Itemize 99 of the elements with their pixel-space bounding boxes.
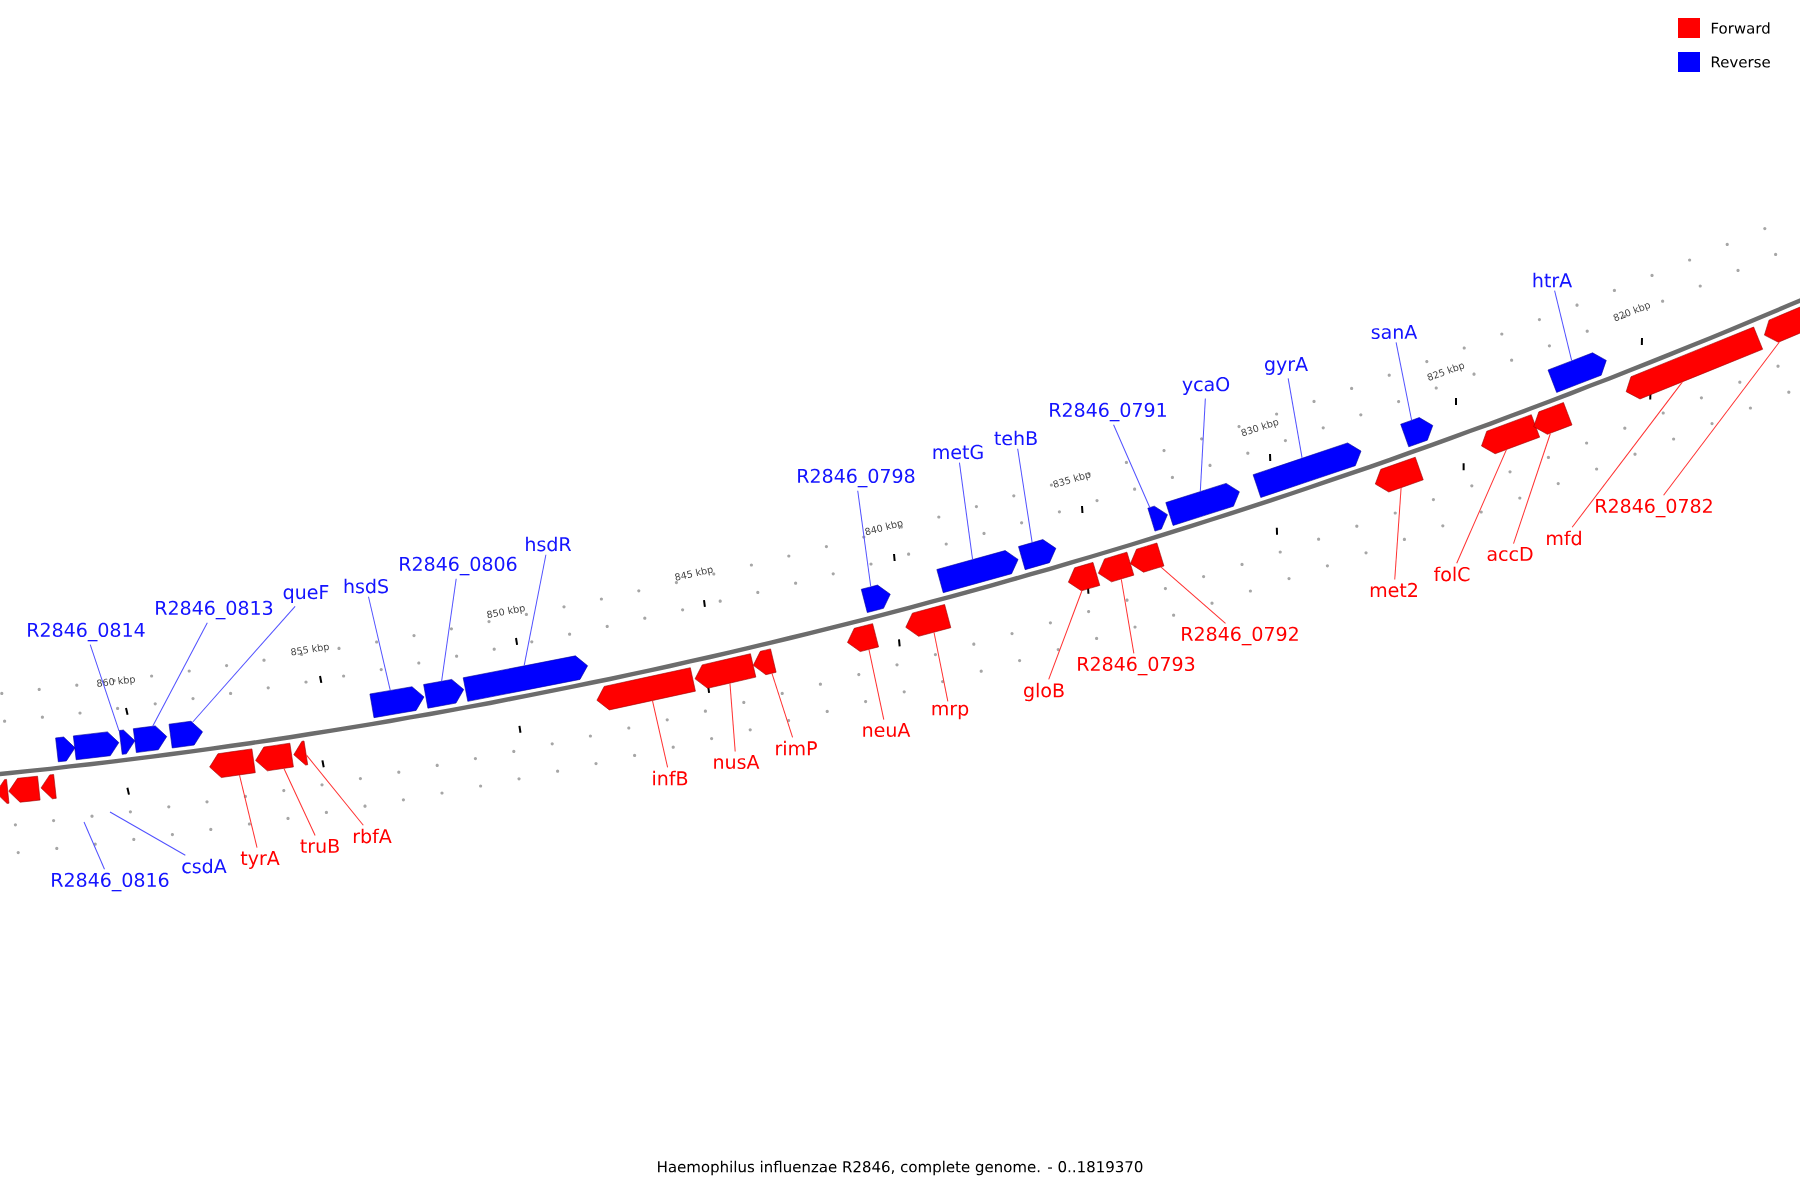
leader-line: [1160, 566, 1226, 624]
gene-label: ycaO: [1182, 376, 1230, 396]
gene-label: nusA: [714, 754, 760, 770]
gene-label: tehB: [994, 430, 1037, 446]
gene-label: hsdR: [526, 536, 572, 552]
gene-feature: [936, 550, 1019, 593]
gene-feature: [847, 623, 879, 652]
leader-line: [729, 682, 736, 753]
gene-label: R2846_0806: [400, 556, 517, 576]
gene-label: infB: [653, 770, 688, 786]
gene-feature: [1764, 302, 1800, 343]
leader-line: [1394, 487, 1402, 580]
leader-line: [1456, 449, 1507, 564]
leader-line: [1017, 448, 1033, 543]
gene-feature: [1098, 551, 1135, 583]
gene-feature: [596, 667, 696, 711]
leader-line: [857, 490, 872, 588]
leader-line: [441, 578, 457, 682]
leader-line: [1048, 590, 1083, 680]
gene-feature: [462, 655, 588, 702]
gene-feature: [1533, 402, 1573, 435]
gene-feature: [133, 725, 168, 753]
leader-line: [83, 821, 105, 870]
gene-feature: [694, 653, 757, 689]
gene-label: R2846_0816: [52, 872, 169, 892]
gene-feature: [1147, 505, 1168, 532]
gene-label: R2846_0782: [1596, 498, 1712, 518]
gene-label: R2846_0814: [28, 622, 145, 642]
gene-feature: [8, 775, 41, 803]
leader-line: [306, 754, 364, 826]
gene-feature: [293, 740, 308, 766]
gene-label: accD: [1487, 546, 1533, 562]
gene-label: rbfA: [353, 828, 392, 844]
gene-label: folC: [1434, 566, 1470, 582]
leader-line: [1395, 341, 1413, 421]
gene-label: rimP: [776, 740, 817, 756]
gene-label: R2846_0813: [156, 600, 273, 620]
gene-feature: [905, 604, 952, 637]
gene-feature: [209, 748, 256, 778]
leader-line: [1287, 377, 1303, 459]
gene-feature: [55, 736, 76, 763]
gene-label: R2846_0798: [798, 468, 915, 488]
gene-feature: [1252, 442, 1362, 498]
gene-feature: [40, 774, 57, 800]
leader-line: [868, 649, 885, 721]
leader-line: [523, 554, 547, 667]
leader-line: [283, 768, 316, 837]
gene-label: gyrA: [1265, 357, 1308, 375]
gene-label: csdA: [182, 858, 227, 874]
gene-feature: [255, 742, 294, 772]
leader-line: [1120, 578, 1135, 654]
gene-label: hsdS: [344, 578, 388, 594]
leader-line: [933, 632, 949, 702]
leader-line: [368, 596, 391, 691]
gene-feature: [1400, 417, 1434, 448]
gene-label: queF: [283, 585, 329, 603]
gene-label: sanA: [1371, 324, 1418, 340]
gene-feature: [1547, 352, 1607, 393]
leader-line: [239, 774, 258, 849]
gene-feature: [1625, 326, 1763, 400]
leader-line: [1663, 341, 1780, 496]
leader-line: [771, 672, 794, 738]
gene-feature: [861, 584, 891, 613]
gene-feature: [1018, 539, 1057, 570]
gene-label: tyrA: [240, 851, 280, 869]
leader-line: [109, 811, 186, 856]
leader-line: [1513, 433, 1551, 545]
gene-label: R2846_0793: [1078, 656, 1195, 676]
gene-feature: [168, 720, 203, 749]
gene-feature: [753, 648, 777, 675]
gene-feature: [1068, 562, 1101, 592]
leader-line: [89, 644, 120, 732]
leader-line: [152, 622, 208, 727]
gene-label: gloB: [1024, 682, 1064, 702]
gene-feature: [1375, 456, 1424, 493]
gene-label: neuA: [863, 722, 911, 738]
gene-label: mfd: [1547, 530, 1581, 546]
gene-feature: [1165, 483, 1240, 526]
gene-label: R2846_0792: [1182, 626, 1298, 646]
gene-label: met2: [1370, 582, 1417, 598]
gene-feature: [73, 731, 120, 761]
leader-line: [1571, 381, 1683, 528]
leader-line: [1199, 397, 1206, 492]
gene-feature: [1481, 414, 1540, 455]
gene-label: R2846_0791: [1050, 402, 1166, 422]
gene-feature: [0, 779, 10, 804]
leader-line: [958, 462, 974, 560]
gene-label: htrA: [1533, 272, 1573, 288]
gene-feature: [119, 729, 136, 755]
gene-label: mrp: [932, 704, 969, 720]
leader-line: [192, 605, 296, 723]
leader-line: [1554, 290, 1573, 362]
gene-feature: [369, 686, 425, 718]
leader-line: [652, 700, 669, 768]
gene-feature: [1130, 542, 1165, 573]
gene-label: metG: [933, 444, 983, 460]
gene-feature: [423, 679, 465, 709]
leader-line: [1113, 424, 1151, 508]
gene-label: truB: [300, 838, 339, 854]
